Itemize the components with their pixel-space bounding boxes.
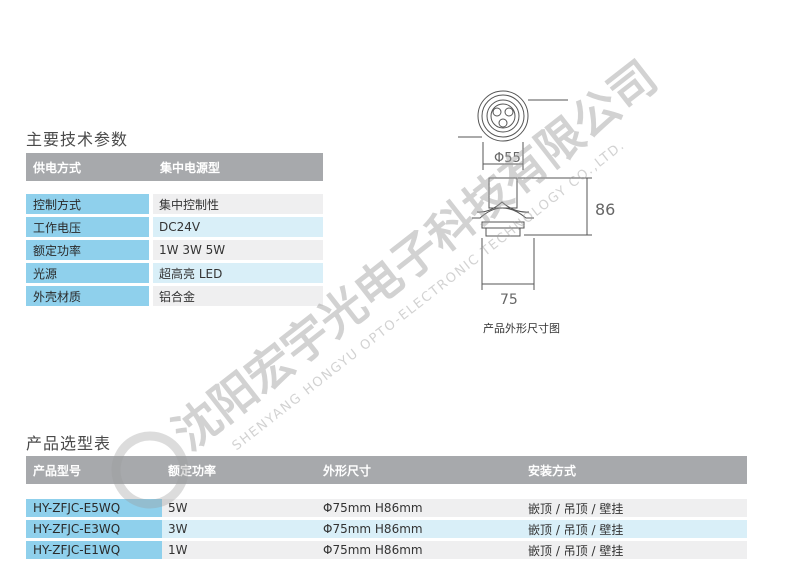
- specs-body: 控制方式 集中控制性 工作电压 DC24V 额定功率 1W 3W 5W 光源 超…: [26, 194, 323, 306]
- model-size: Φ75mm H86mm: [317, 541, 522, 559]
- model-power: 5W: [162, 499, 317, 517]
- spec-label: 额定功率: [26, 240, 149, 260]
- specs-row: 外壳材质 铝合金: [26, 286, 323, 306]
- specs-row: 工作电压 DC24V: [26, 217, 323, 237]
- models-header-col: 产品型号: [33, 463, 82, 478]
- model-install: 嵌顶 / 吊顶 / 壁挂: [522, 541, 747, 559]
- models-header-col: 安装方式: [528, 463, 577, 478]
- model-name: HY-ZFJC-E1WQ: [26, 541, 162, 559]
- models-title: 产品选型表: [26, 434, 112, 453]
- model-row: HY-ZFJC-E1WQ 1W Φ75mm H86mm 嵌顶 / 吊顶 / 壁挂: [26, 541, 747, 559]
- spec-value: 铝合金: [153, 286, 323, 306]
- drawing-caption: 产品外形尺寸图: [483, 322, 560, 335]
- specs-row: 光源 超高亮 LED: [26, 263, 323, 283]
- spec-value: 集中控制性: [153, 194, 323, 214]
- product-dimension-drawing: Φ55 86 75: [458, 90, 615, 308]
- model-power: 1W: [162, 541, 317, 559]
- spec-label: 工作电压: [26, 217, 149, 237]
- specs-header-col2: 集中电源型: [160, 160, 221, 175]
- specs-row: 额定功率 1W 3W 5W: [26, 240, 323, 260]
- spec-value: 超高亮 LED: [153, 263, 323, 283]
- specs-title: 主要技术参数: [26, 130, 129, 149]
- models-header-col: 额定功率: [168, 463, 217, 478]
- model-row: HY-ZFJC-E3WQ 3W Φ75mm H86mm 嵌顶 / 吊顶 / 壁挂: [26, 520, 747, 538]
- model-row: HY-ZFJC-E5WQ 5W Φ75mm H86mm 嵌顶 / 吊顶 / 壁挂: [26, 499, 747, 517]
- specs-header: 供电方式 集中电源型: [26, 153, 323, 181]
- dim-base-label: 75: [500, 292, 518, 308]
- dim-top-label: Φ55: [494, 151, 521, 166]
- top-view-outer-ring: [477, 90, 529, 142]
- dim-height-label: 86: [595, 200, 615, 219]
- model-size: Φ75mm H86mm: [317, 520, 522, 538]
- spec-label: 光源: [26, 263, 149, 283]
- model-install: 嵌顶 / 吊顶 / 壁挂: [522, 520, 747, 538]
- spec-value: DC24V: [153, 217, 323, 237]
- models-header-col: 外形尺寸: [323, 463, 372, 478]
- models-header: 产品型号 额定功率 外形尺寸 安装方式: [26, 456, 747, 484]
- spec-label: 控制方式: [26, 194, 149, 214]
- specs-header-col1: 供电方式: [33, 160, 82, 175]
- model-power: 3W: [162, 520, 317, 538]
- model-size: Φ75mm H86mm: [317, 499, 522, 517]
- spec-label: 外壳材质: [26, 286, 149, 306]
- spec-value: 1W 3W 5W: [153, 240, 323, 260]
- models-body: HY-ZFJC-E5WQ 5W Φ75mm H86mm 嵌顶 / 吊顶 / 壁挂…: [26, 499, 747, 559]
- model-install: 嵌顶 / 吊顶 / 壁挂: [522, 499, 747, 517]
- specs-row: 控制方式 集中控制性: [26, 194, 323, 214]
- model-name: HY-ZFJC-E5WQ: [26, 499, 162, 517]
- model-name: HY-ZFJC-E3WQ: [26, 520, 162, 538]
